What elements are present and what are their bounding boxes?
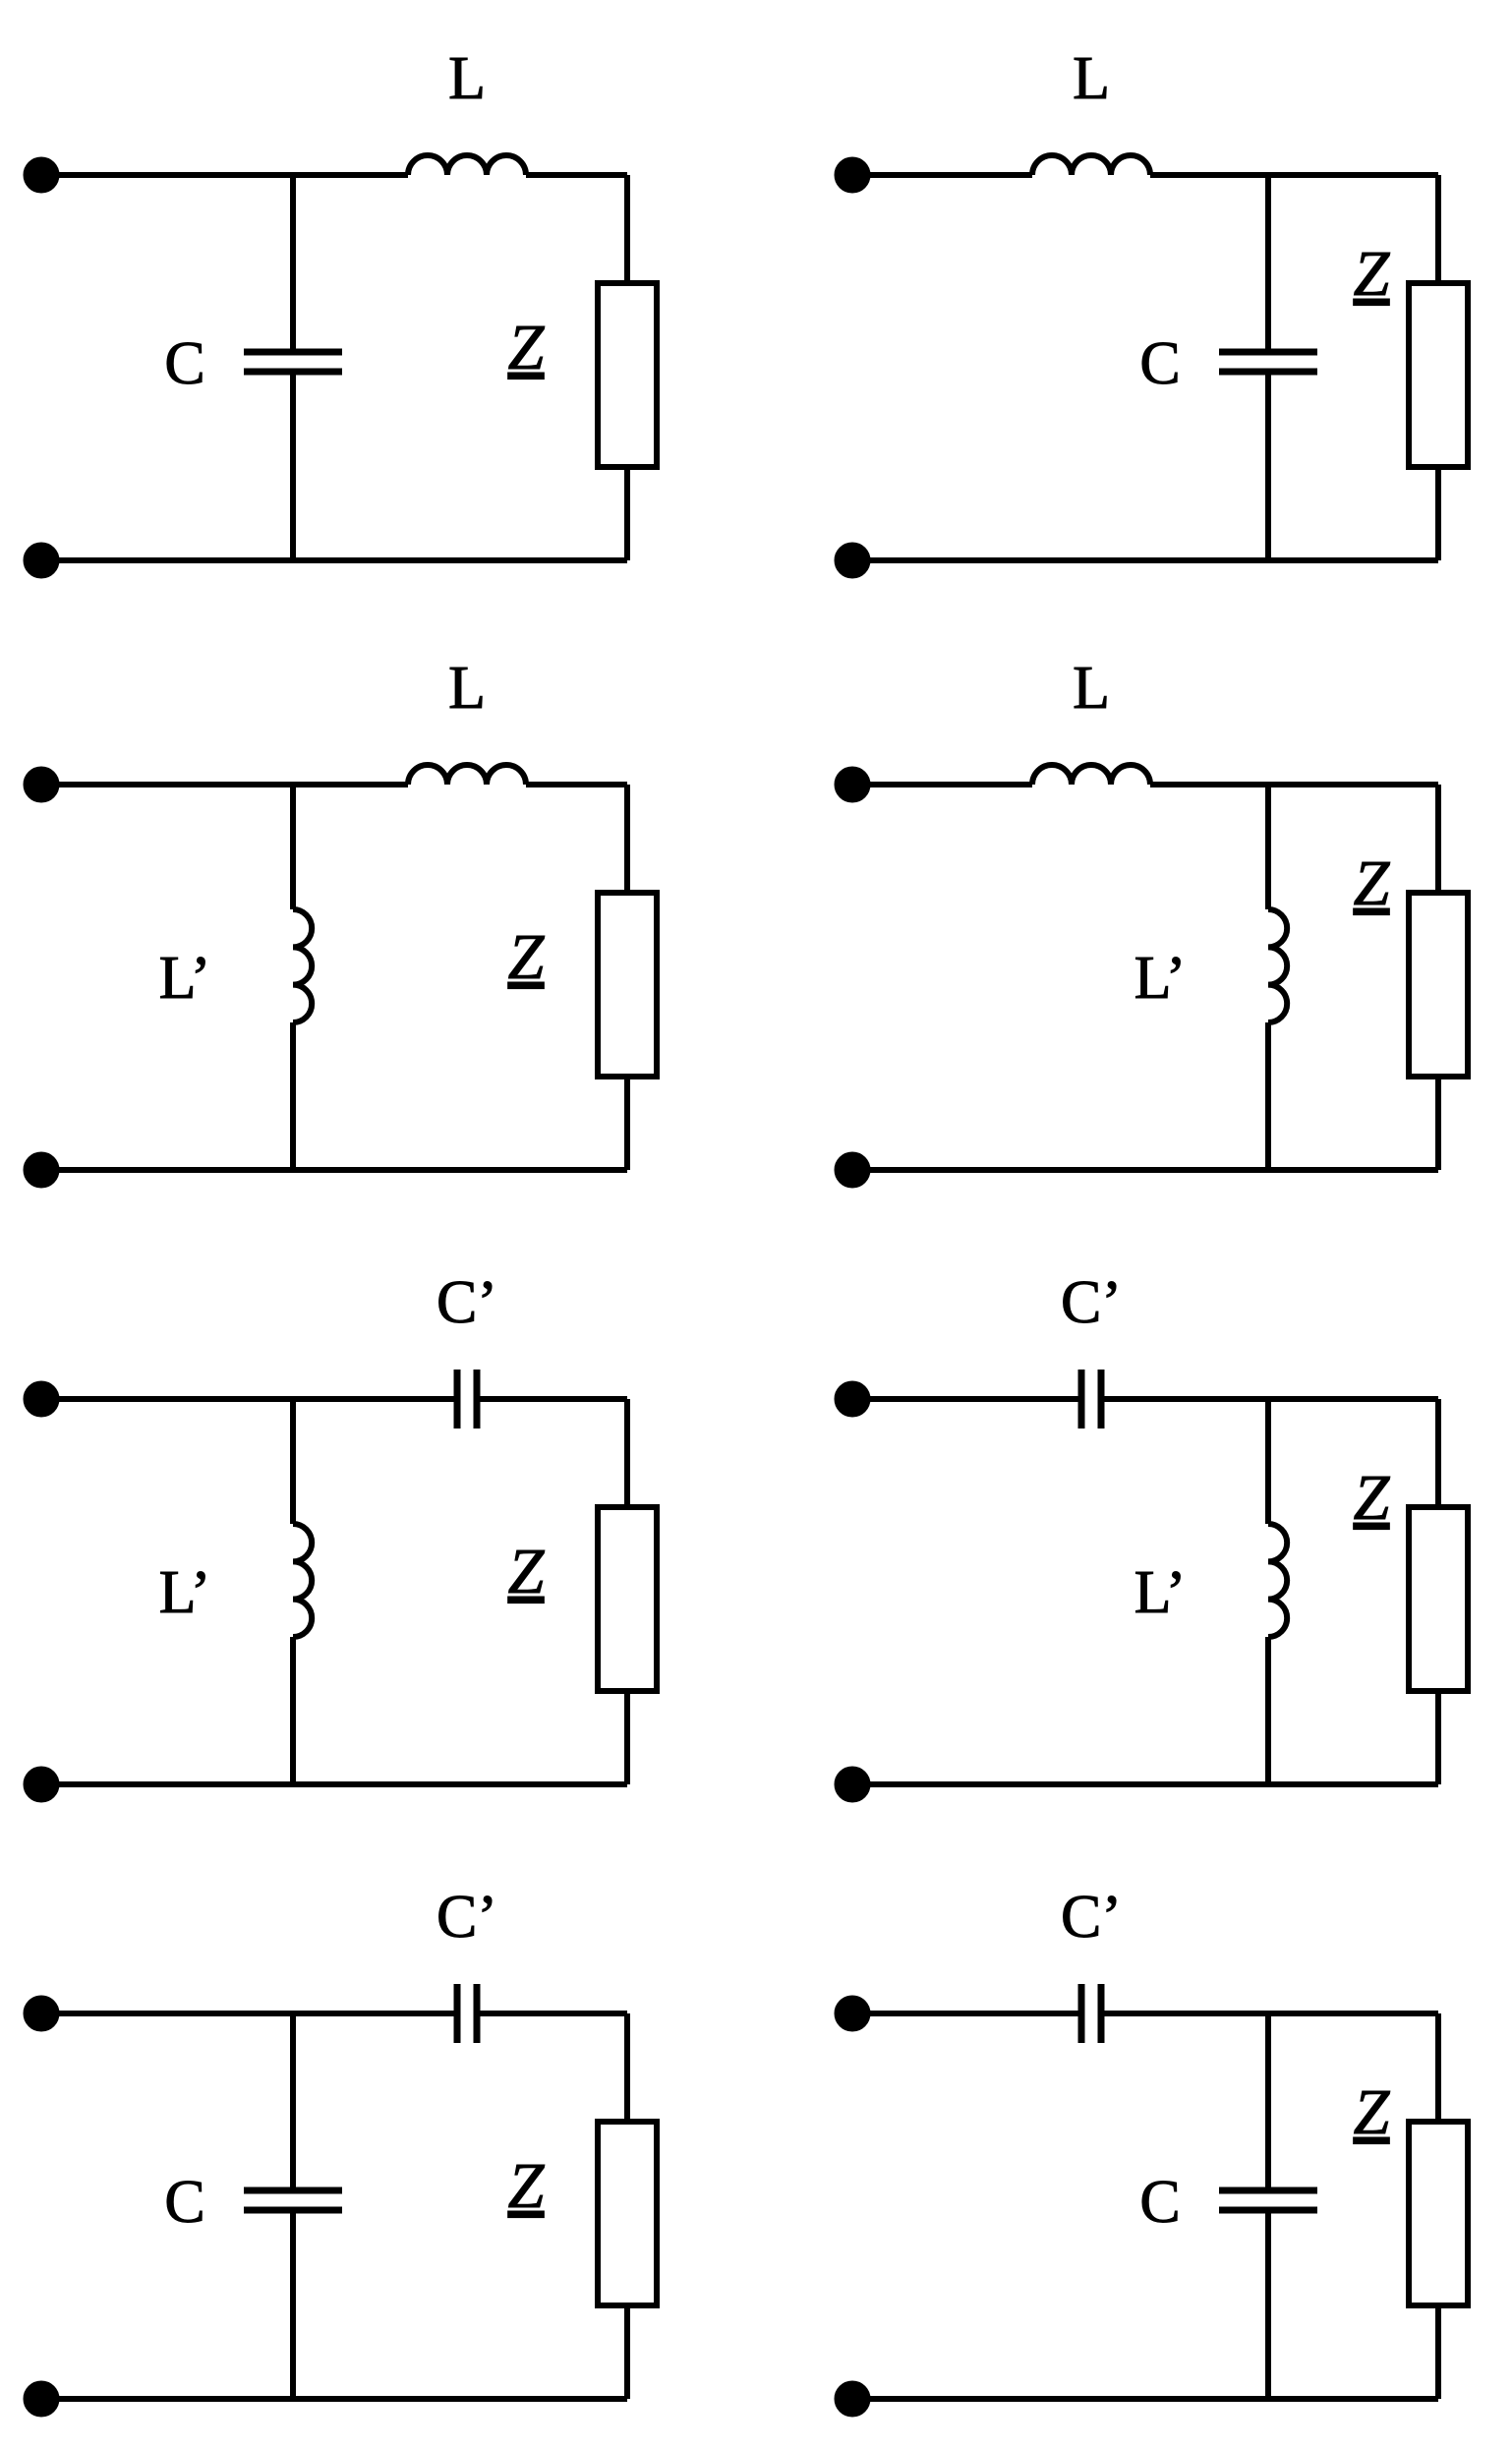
circuit-panel-2: L C Z xyxy=(834,45,1471,579)
shunt-inductor-symbol xyxy=(292,1521,316,1640)
circuit-panel-8: C’ C Z xyxy=(834,1884,1471,2418)
series-inductor-symbol xyxy=(405,152,529,176)
shunt-inductor-label: L’ xyxy=(159,1559,211,1626)
series-capacitor-label: C’ xyxy=(436,1269,497,1336)
circuit-panel-6: C’ L’ Z xyxy=(834,1269,1471,1803)
circuit-panel-7: C’ C Z xyxy=(23,1884,660,2418)
circuit-panel-4: L L’ Z xyxy=(834,655,1471,1189)
circuit-panel-3: L L’ Z xyxy=(23,655,660,1189)
load-impedance-box xyxy=(595,280,660,470)
load-impedance-label: Z xyxy=(508,1536,546,1607)
load-impedance-box xyxy=(1406,890,1471,1079)
circuit-panel-5: C’ L’ Z xyxy=(23,1269,660,1803)
load-impedance-box xyxy=(595,1504,660,1694)
shunt-capacitor-label: C xyxy=(1139,2169,1180,2236)
shunt-inductor-label: L’ xyxy=(1134,1559,1187,1626)
shunt-inductor-symbol xyxy=(1267,1521,1291,1640)
load-impedance-label: Z xyxy=(1354,238,1391,310)
series-inductor-symbol xyxy=(1029,762,1153,786)
shunt-capacitor-label: C xyxy=(164,330,204,397)
series-inductor-label: L xyxy=(448,45,486,112)
load-impedance-label: Z xyxy=(1354,2076,1391,2148)
series-capacitor-label: C’ xyxy=(1061,1884,1122,1951)
series-capacitor-label: C’ xyxy=(436,1884,497,1951)
load-impedance-label: Z xyxy=(508,921,546,993)
series-inductor-symbol xyxy=(1029,152,1153,176)
series-capacitor-label: C’ xyxy=(1061,1269,1122,1336)
shunt-inductor-label: L’ xyxy=(159,945,211,1012)
load-impedance-box xyxy=(1406,280,1471,470)
load-impedance-box xyxy=(1406,1504,1471,1694)
shunt-capacitor-label: C xyxy=(164,2169,204,2236)
series-inductor-symbol xyxy=(405,762,529,786)
load-impedance-label: Z xyxy=(508,312,546,383)
series-inductor-label: L xyxy=(448,655,486,722)
load-impedance-box xyxy=(595,2119,660,2308)
load-impedance-label: Z xyxy=(1354,1462,1391,1534)
shunt-capacitor-label: C xyxy=(1139,330,1180,397)
circuit-panel-1: L C Z xyxy=(23,45,660,579)
load-impedance-box xyxy=(1406,2119,1471,2308)
shunt-inductor-symbol xyxy=(292,906,316,1025)
load-impedance-box xyxy=(595,890,660,1079)
series-inductor-label: L xyxy=(1073,655,1110,722)
shunt-inductor-symbol xyxy=(1267,906,1291,1025)
shunt-inductor-label: L’ xyxy=(1134,945,1187,1012)
series-inductor-label: L xyxy=(1073,45,1110,112)
load-impedance-label: Z xyxy=(508,2150,546,2222)
load-impedance-label: Z xyxy=(1354,847,1391,919)
